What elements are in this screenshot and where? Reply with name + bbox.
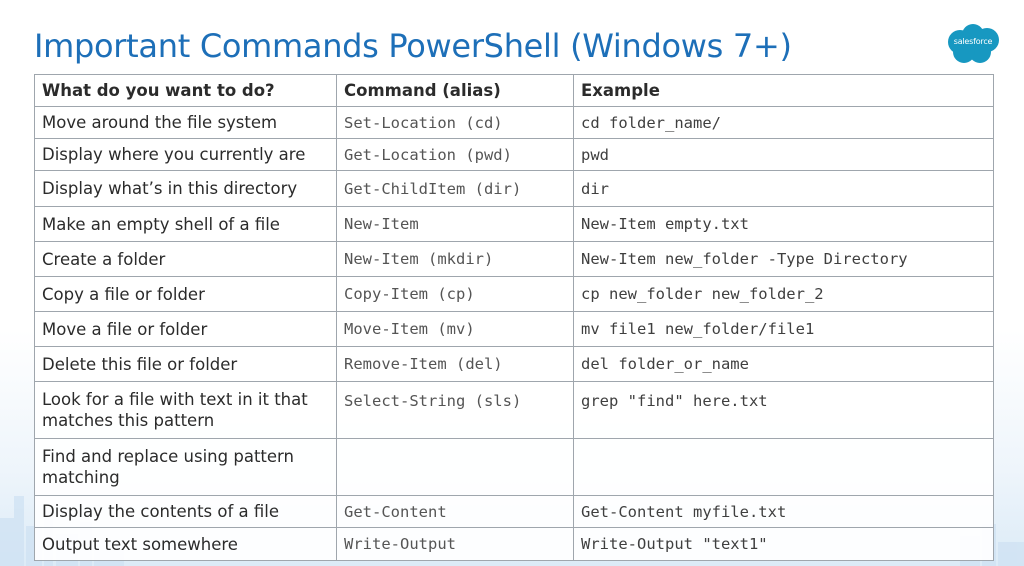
cloud-icon [948,24,999,63]
command-cell: Select-String (sls) [336,381,574,439]
task-cell: Display what’s in this directory [34,170,337,207]
table-row: Output text somewhere Write-Output Write… [34,527,994,561]
task-cell: Make an empty shell of a file [34,206,337,242]
command-cell: Remove-Item (del) [336,346,574,382]
table-row: Display where you currently are Get-Loca… [34,138,994,171]
table-row: Move around the file system Set-Location… [34,106,994,139]
salesforce-logo: salesforce [944,22,1002,66]
example-cell: New-Item new_folder -Type Directory [573,241,994,277]
task-cell: Look for a file with text in it that mat… [34,381,337,439]
example-cell: cd folder_name/ [573,106,994,139]
command-cell: Get-Content [336,495,574,528]
command-cell [336,438,574,496]
example-cell: Get-Content myfile.txt [573,495,994,528]
example-cell: mv file1 new_folder/file1 [573,311,994,347]
table-row: Copy a file or folder Copy-Item (cp) cp … [34,276,994,312]
header-example: Example [573,74,994,107]
table-row: Move a file or folder Move-Item (mv) mv … [34,311,994,347]
table-row: Make an empty shell of a file New-Item N… [34,206,994,242]
table-row: Find and replace using pattern matching [34,438,994,496]
table-row: Create a folder New-Item (mkdir) New-Ite… [34,241,994,277]
command-cell: New-Item (mkdir) [336,241,574,277]
example-cell: Write-Output "text1" [573,527,994,561]
command-cell: Set-Location (cd) [336,106,574,139]
task-cell: Move a file or folder [34,311,337,347]
table-row: Display what’s in this directory Get-Chi… [34,170,994,207]
task-cell: Display where you currently are [34,138,337,171]
example-cell: cp new_folder new_folder_2 [573,276,994,312]
command-cell: Get-ChildItem (dir) [336,170,574,207]
task-cell: Delete this file or folder [34,346,337,382]
task-cell: Output text somewhere [34,527,337,561]
command-cell: Get-Location (pwd) [336,138,574,171]
example-cell: dir [573,170,994,207]
logo-wordmark: salesforce [953,37,993,46]
command-cell: Copy-Item (cp) [336,276,574,312]
task-cell: Display the contents of a file [34,495,337,528]
header-command: Command (alias) [336,74,574,107]
command-cell: Move-Item (mv) [336,311,574,347]
example-cell: pwd [573,138,994,171]
command-cell: New-Item [336,206,574,242]
example-cell: grep "find" here.txt [573,381,994,439]
task-cell: Find and replace using pattern matching [34,438,337,496]
task-cell: Move around the file system [34,106,337,139]
table-row: Look for a file with text in it that mat… [34,381,994,439]
task-cell: Copy a file or folder [34,276,337,312]
example-cell [573,438,994,496]
page-title: Important Commands PowerShell (Windows 7… [34,27,792,65]
example-cell: New-Item empty.txt [573,206,994,242]
commands-table: What do you want to do? Command (alias) … [34,74,994,561]
table-row: Delete this file or folder Remove-Item (… [34,346,994,382]
table-header-row: What do you want to do? Command (alias) … [34,74,994,107]
example-cell: del folder_or_name [573,346,994,382]
header-task: What do you want to do? [34,74,337,107]
command-cell: Write-Output [336,527,574,561]
table-row: Display the contents of a file Get-Conte… [34,495,994,528]
task-cell: Create a folder [34,241,337,277]
